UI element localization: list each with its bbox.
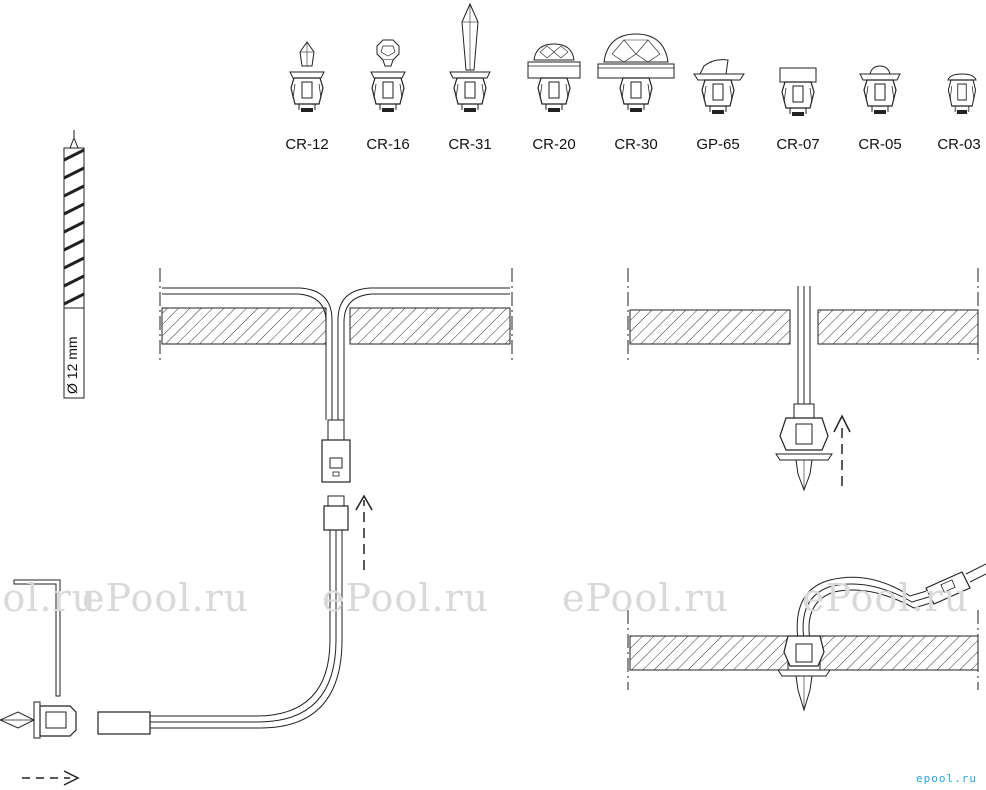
model-label-cr-20: CR-20 xyxy=(532,136,576,153)
model-cr-07-drawing xyxy=(779,67,817,117)
watermark: ePool.ru xyxy=(802,576,970,620)
model-label-cr-07: CR-07 xyxy=(776,136,820,153)
model-gp-65-drawing xyxy=(693,59,745,115)
dashed-arrow-right xyxy=(22,770,80,786)
watermark: ePool.ru xyxy=(0,576,98,620)
watermark: ePool.ru xyxy=(82,576,250,620)
model-label-gp-65: GP-65 xyxy=(696,136,740,153)
model-label-cr-31: CR-31 xyxy=(448,136,492,153)
hex-key-drawing xyxy=(13,579,61,697)
watermark: ePool.ru xyxy=(322,576,490,620)
model-cr-20-drawing xyxy=(527,43,581,113)
model-cr-12-drawing xyxy=(289,41,325,113)
model-label-cr-16: CR-16 xyxy=(366,136,410,153)
brand-logo: epool.ru xyxy=(916,772,977,785)
watermark: ePool.ru xyxy=(562,576,730,620)
drill-bit-drawing xyxy=(63,130,85,399)
model-cr-30-drawing xyxy=(597,33,675,113)
fixture-side-view xyxy=(0,701,77,739)
panel-cross-section-center xyxy=(97,268,513,735)
panel-cross-section-right-top xyxy=(627,268,979,492)
drill-diameter-label: Ø 12 mm xyxy=(64,336,80,394)
model-label-cr-05: CR-05 xyxy=(858,136,902,153)
model-label-cr-30: CR-30 xyxy=(614,136,658,153)
model-label-cr-03: CR-03 xyxy=(937,136,981,153)
model-label-cr-12: CR-12 xyxy=(285,136,329,153)
model-cr-03-drawing xyxy=(947,73,977,115)
model-cr-31-drawing xyxy=(449,2,491,113)
model-cr-05-drawing xyxy=(859,65,901,115)
panel-cross-section-right-bottom xyxy=(627,563,986,712)
model-cr-16-drawing xyxy=(370,39,406,113)
